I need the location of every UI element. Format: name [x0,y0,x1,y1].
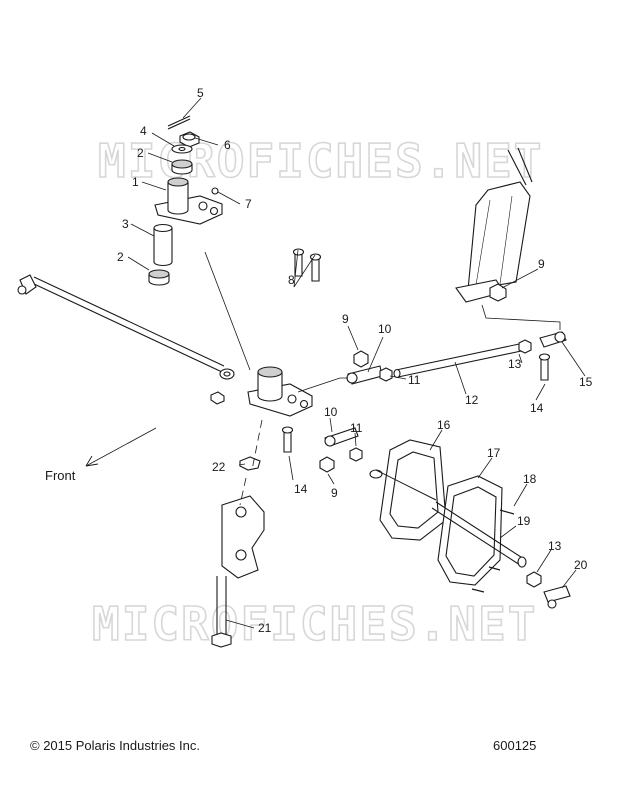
callout-2-lower[interactable]: 2 [117,250,124,264]
callout-5[interactable]: 5 [197,86,204,100]
callout-15[interactable]: 15 [579,375,593,389]
callout-6[interactable]: 6 [224,138,231,152]
copyright-text: © 2015 Polaris Industries Inc. [30,738,200,753]
callout-10-upper[interactable]: 10 [378,322,392,336]
pitman-arm [247,248,393,473]
leader-lines [85,97,586,629]
steering-boot-assembly [369,439,571,609]
callout-21[interactable]: 21 [258,621,272,635]
upper-steering-arm-group [148,115,223,286]
lower-bracket-group [211,456,265,648]
callout-7[interactable]: 7 [245,197,252,211]
callout-8[interactable]: 8 [288,273,295,287]
short-tie-rod [393,331,567,381]
callout-3[interactable]: 3 [122,217,129,231]
callout-labels: 5 4 6 2 1 7 3 2 8 9 9 10 11 12 13 15 14 … [45,86,593,635]
callout-9-lower[interactable]: 9 [331,486,338,500]
callout-11-upper[interactable]: 11 [408,373,421,387]
callout-12[interactable]: 12 [465,393,479,407]
callout-18[interactable]: 18 [523,472,537,486]
callout-14-right[interactable]: 14 [530,401,544,415]
callout-4[interactable]: 4 [140,124,147,138]
long-tie-rod [17,274,235,405]
front-direction-label: Front [45,468,76,483]
callout-13-upper[interactable]: 13 [508,357,522,371]
callout-22[interactable]: 22 [212,460,226,474]
callout-10-lower[interactable]: 10 [324,405,338,419]
callout-9-center[interactable]: 9 [342,312,349,326]
steering-post [455,147,533,303]
callout-20[interactable]: 20 [574,558,588,572]
watermark-top: MICROFICHES.NET [98,134,543,188]
callout-19[interactable]: 19 [517,514,531,528]
diagram-number: 600125 [493,738,537,753]
callout-11-lower[interactable]: 11 [350,421,363,435]
watermark-bottom: MICROFICHES.NET [92,597,537,651]
callout-14-center[interactable]: 14 [294,482,308,496]
callout-16[interactable]: 16 [437,418,451,432]
callout-9-post[interactable]: 9 [538,257,545,271]
callout-17[interactable]: 17 [487,446,501,460]
callout-13-lower[interactable]: 13 [548,539,562,553]
callout-2-upper[interactable]: 2 [137,146,144,160]
callout-1[interactable]: 1 [132,175,139,189]
